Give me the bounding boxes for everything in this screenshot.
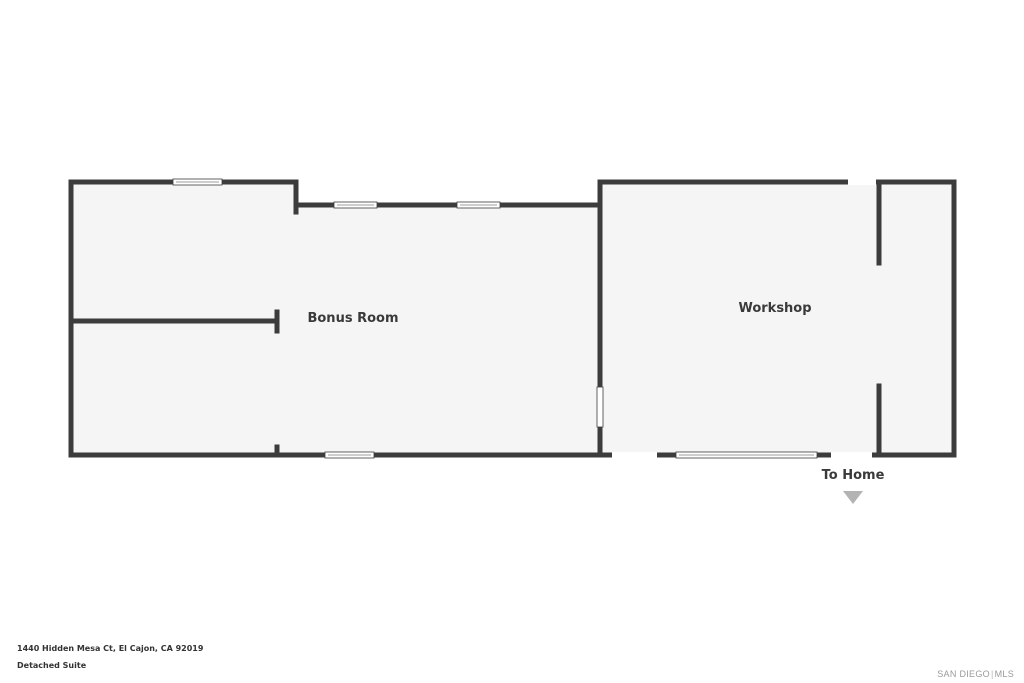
property-address: 1440 Hidden Mesa Ct, El Cajon, CA 92019 [17, 644, 204, 653]
san-diego-mls-logo: SAN DIEGO|MLS [937, 669, 1014, 679]
opening [596, 386, 604, 428]
door-opening [831, 452, 872, 458]
door-opening [612, 452, 657, 458]
logo-text-left: SAN DIEGO [937, 669, 990, 679]
bonus-room-floor [71, 182, 600, 455]
floor-fills [71, 182, 954, 455]
door-opening [848, 179, 876, 185]
logo-text-right: MLS [994, 669, 1014, 679]
workshop-label: Workshop [738, 301, 811, 316]
workshop-floor [600, 182, 954, 455]
unit-label: Detached Suite [17, 661, 87, 670]
windows [172, 178, 876, 459]
triangle-down-icon [843, 491, 863, 504]
bonus-room-label: Bonus Room [307, 311, 398, 326]
to-home-label: To Home [822, 468, 885, 483]
